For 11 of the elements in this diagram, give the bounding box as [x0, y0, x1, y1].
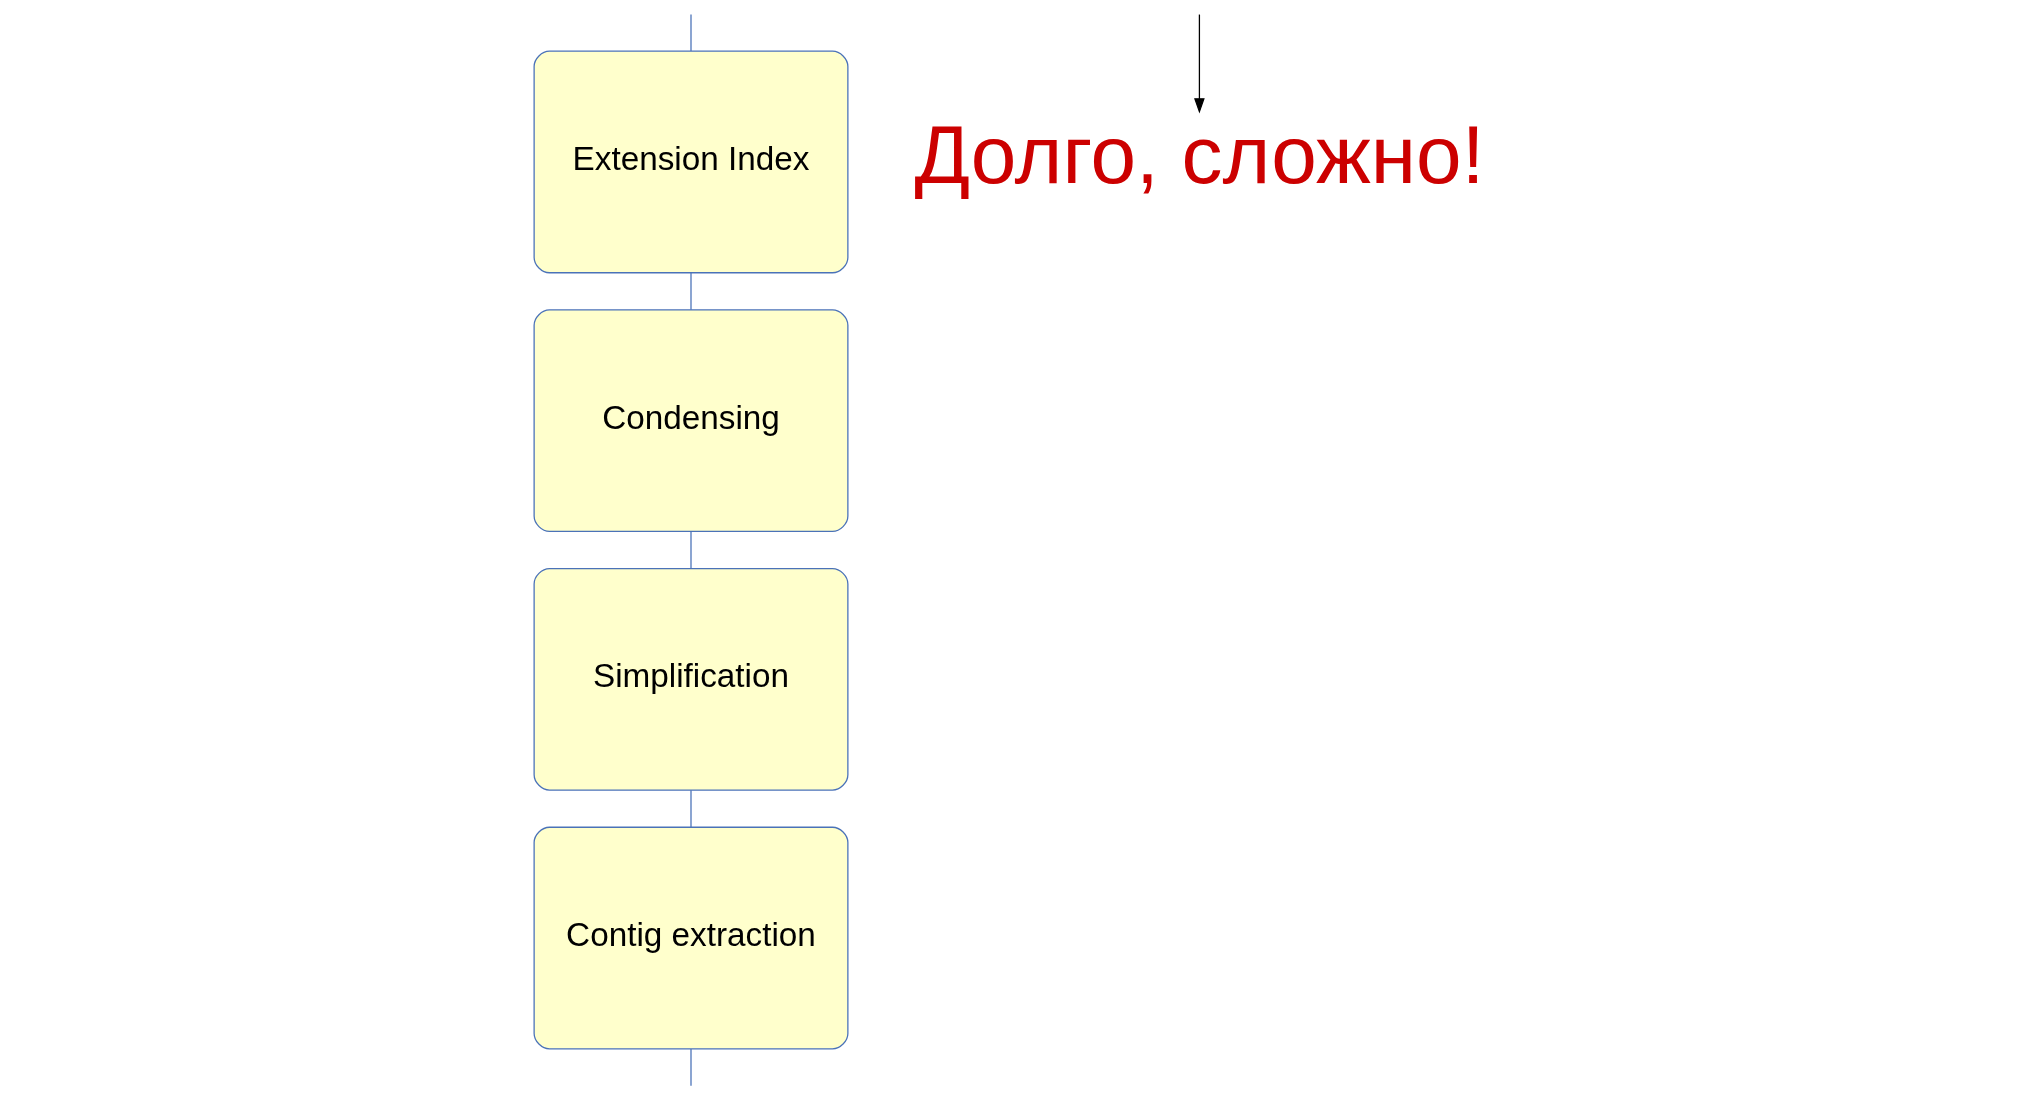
connector — [689, 530, 692, 569]
node-box: Contig extraction — [533, 826, 848, 1050]
arrow — [1193, 13, 1205, 114]
node-box: Extension Index — [533, 50, 848, 274]
node-box: Simplification — [533, 567, 848, 791]
node-text: Долго, сложно! — [913, 108, 1484, 200]
connector — [689, 13, 692, 52]
connector — [689, 1048, 692, 1087]
node-box: Condensing — [533, 309, 848, 533]
connector — [689, 272, 692, 311]
connector — [689, 789, 692, 828]
